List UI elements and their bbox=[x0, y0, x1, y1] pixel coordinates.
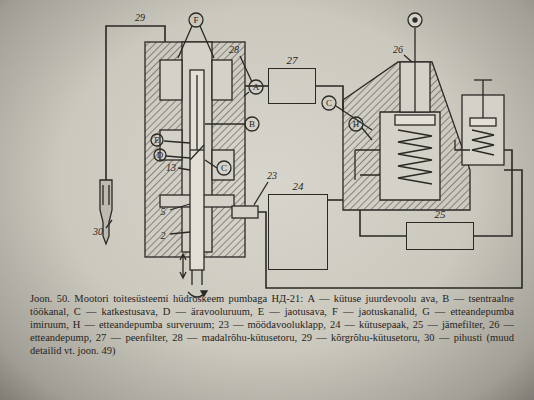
callout-number: 23 bbox=[267, 171, 277, 181]
callout-number: 29 bbox=[135, 13, 145, 23]
component-box: 27 bbox=[268, 68, 316, 104]
callout-number: 27 bbox=[287, 54, 298, 66]
bypass-valve bbox=[232, 206, 258, 218]
callout-letter: C bbox=[326, 99, 332, 108]
callout-number: 13 bbox=[166, 163, 176, 173]
component-box: 25 bbox=[406, 222, 474, 250]
callout-letter: C bbox=[221, 164, 227, 173]
callout-letter: D bbox=[157, 151, 164, 160]
callout-letter: E bbox=[154, 136, 160, 145]
callout-number: 25 bbox=[435, 208, 446, 220]
figure-caption: Joon. 50. Mootori toitesüsteemi hüdroske… bbox=[30, 292, 514, 357]
callout-number: 5 bbox=[161, 207, 166, 217]
callout-number: 28 bbox=[229, 45, 239, 55]
callout-number: 26 bbox=[393, 45, 403, 55]
callout-letter: H bbox=[353, 120, 360, 129]
component-box: 24 bbox=[268, 194, 328, 270]
callout-number: 24 bbox=[293, 180, 304, 192]
callout-letter: A bbox=[253, 83, 260, 92]
plunger bbox=[190, 70, 204, 270]
feed-pump-housing bbox=[343, 62, 470, 210]
callout-number: 2 bbox=[161, 231, 166, 241]
callout-number: 30 bbox=[93, 227, 103, 237]
callout-letter: B bbox=[249, 120, 255, 129]
callout-letter: F bbox=[193, 16, 198, 25]
